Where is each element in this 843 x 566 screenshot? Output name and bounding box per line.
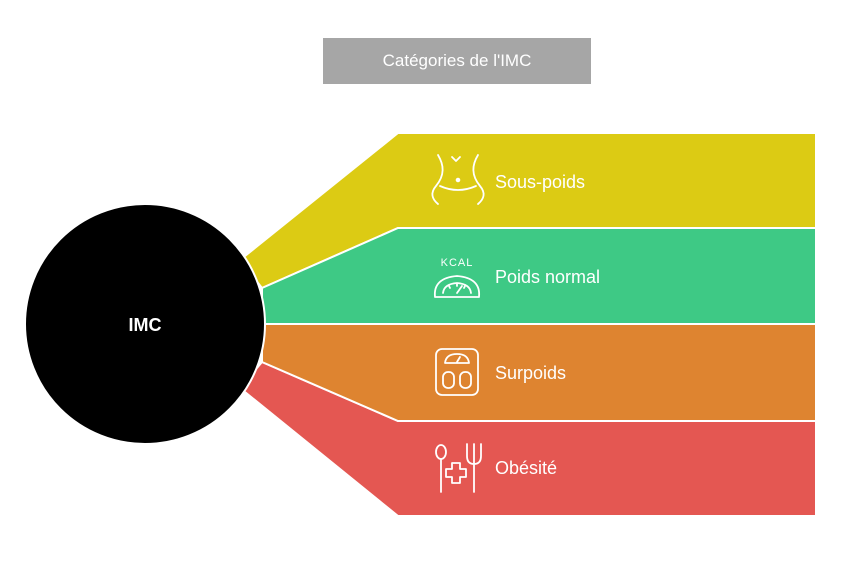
- category-label-sous-poids: Sous-poids: [495, 172, 585, 192]
- category-label-surpoids: Surpoids: [495, 363, 566, 383]
- band-surpoids: [261, 323, 817, 422]
- center-circle: [24, 203, 266, 445]
- waist-icon: [431, 154, 485, 205]
- kcal-scale-icon: KCAL: [434, 257, 480, 298]
- center-label: IMC: [129, 315, 162, 335]
- bathroom-scale-icon: [435, 348, 479, 396]
- category-label-obesite: Obésité: [495, 458, 557, 478]
- category-label-poids-normal: Poids normal: [495, 267, 600, 287]
- diet-medical-icon: [435, 443, 482, 493]
- kcal-text: KCAL: [441, 257, 474, 269]
- diagram-title: Catégories de l'IMC: [323, 38, 591, 84]
